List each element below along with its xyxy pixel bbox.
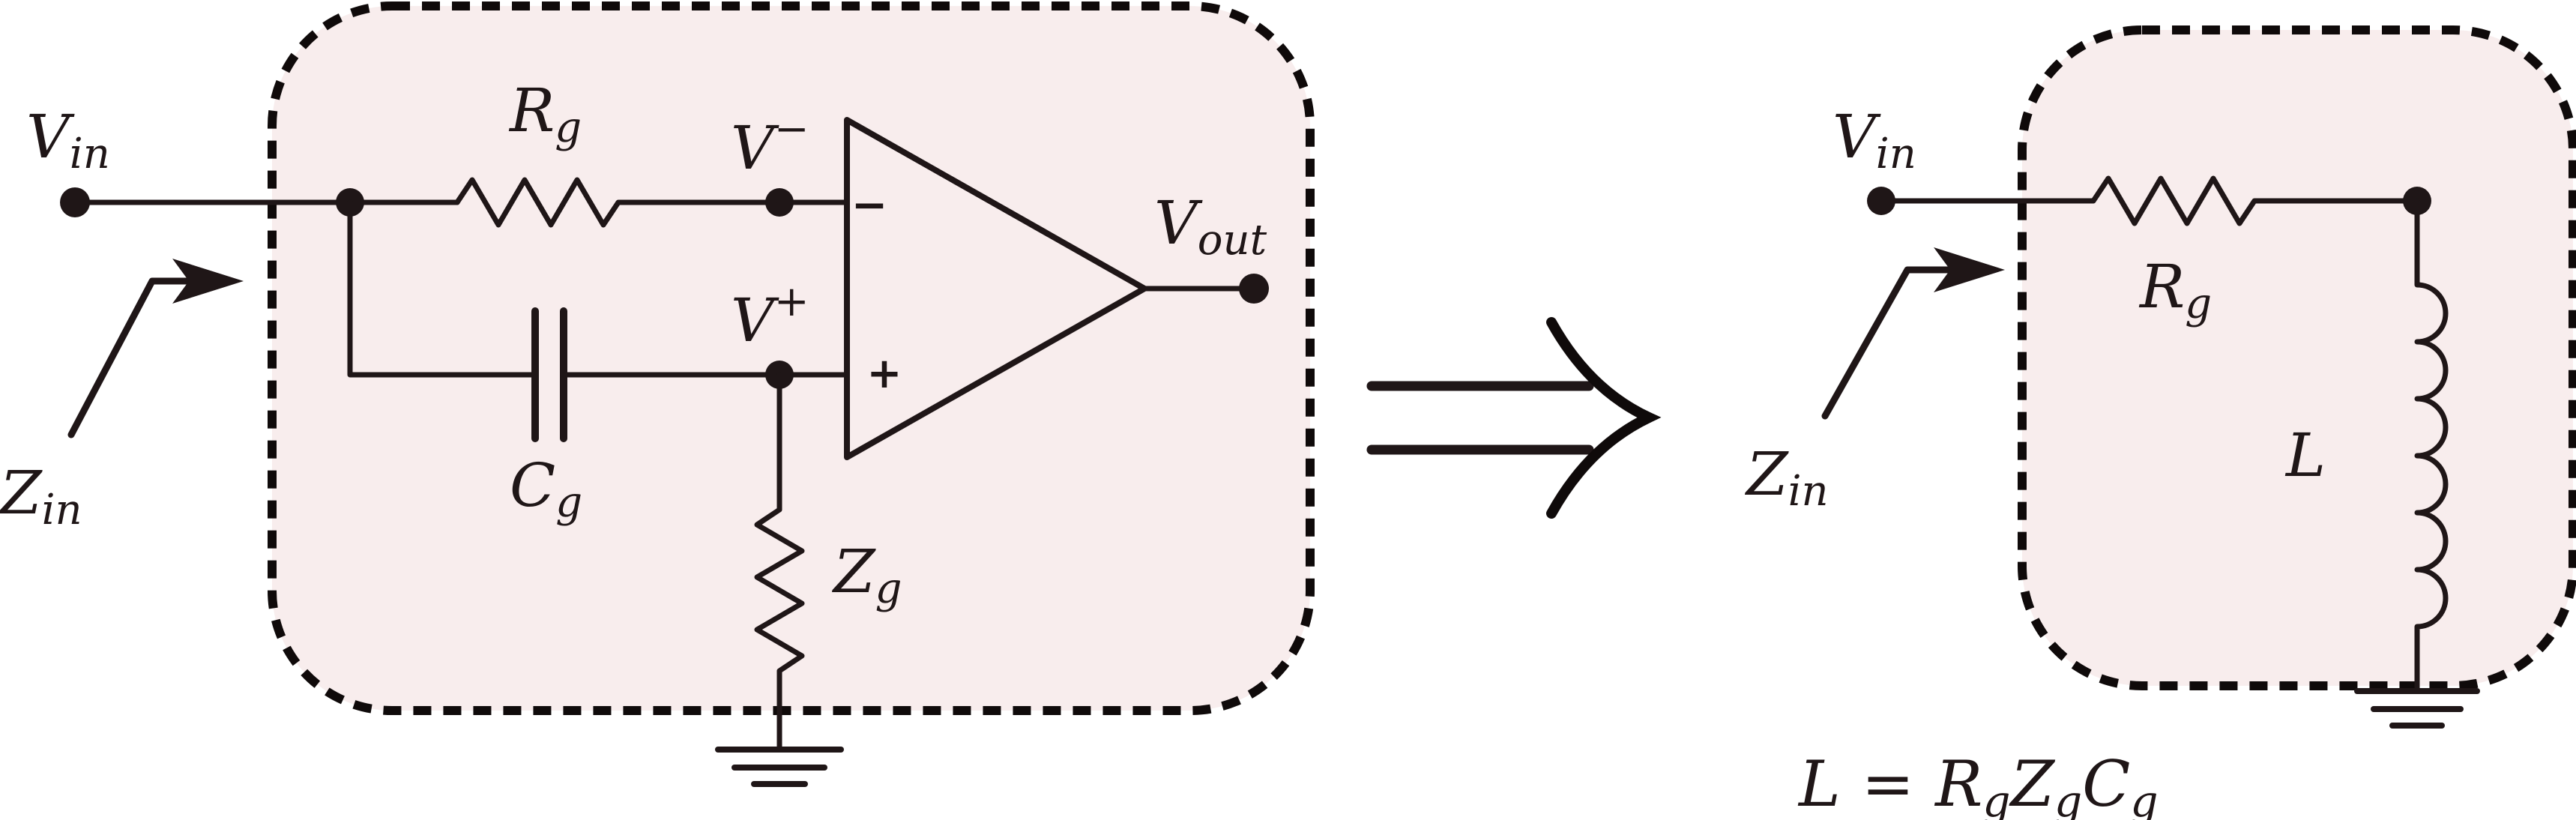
right-vin-label: Vin <box>1833 102 1916 178</box>
zin-arrow-icon <box>67 259 244 438</box>
vminus-label: V− <box>731 105 809 183</box>
vin-label: Vin <box>26 102 110 178</box>
rg-resistor <box>454 177 782 228</box>
right-rg-label: Rg <box>2138 252 2212 328</box>
inductor-coil <box>2414 198 2449 693</box>
right-zin-arrow-icon <box>1821 247 2005 420</box>
left-circuit-box <box>268 1 1315 715</box>
vout-label: Vout <box>1154 188 1267 265</box>
right-zin-label: Zin <box>1744 439 1829 516</box>
zin-label: Zin <box>0 458 82 534</box>
zg-resistor <box>754 372 805 753</box>
cg-branch-wire <box>347 199 538 378</box>
inductor-label: L <box>2284 420 2326 490</box>
vout-terminal <box>1239 274 1269 304</box>
opamp-plus-sign: + <box>867 349 902 398</box>
right-rg-resistor <box>1878 175 2420 226</box>
right-ground-icon <box>2354 688 2480 729</box>
right-vin-terminal <box>1867 187 1895 215</box>
cg-label: Cg <box>510 450 582 527</box>
right-circuit-box <box>2018 25 2576 690</box>
ground-icon <box>715 747 844 787</box>
opamp-triangle <box>844 117 1147 460</box>
zg-label: Zg <box>831 537 902 613</box>
left-circuit: − + Vin Zin Rg Cg Zg V− V+ Vout <box>0 1 1315 787</box>
rg-label: Rg <box>508 76 582 152</box>
implies-arrow-icon <box>1366 317 1662 519</box>
inductance-formula: L=RgZgCg <box>1797 747 2159 820</box>
vin-terminal <box>60 187 90 217</box>
opamp-minus-sign: − <box>851 179 888 230</box>
vplus-label: V+ <box>731 277 809 355</box>
right-circuit: Vin Zin Rg L L=RgZgCg <box>1744 25 2576 820</box>
